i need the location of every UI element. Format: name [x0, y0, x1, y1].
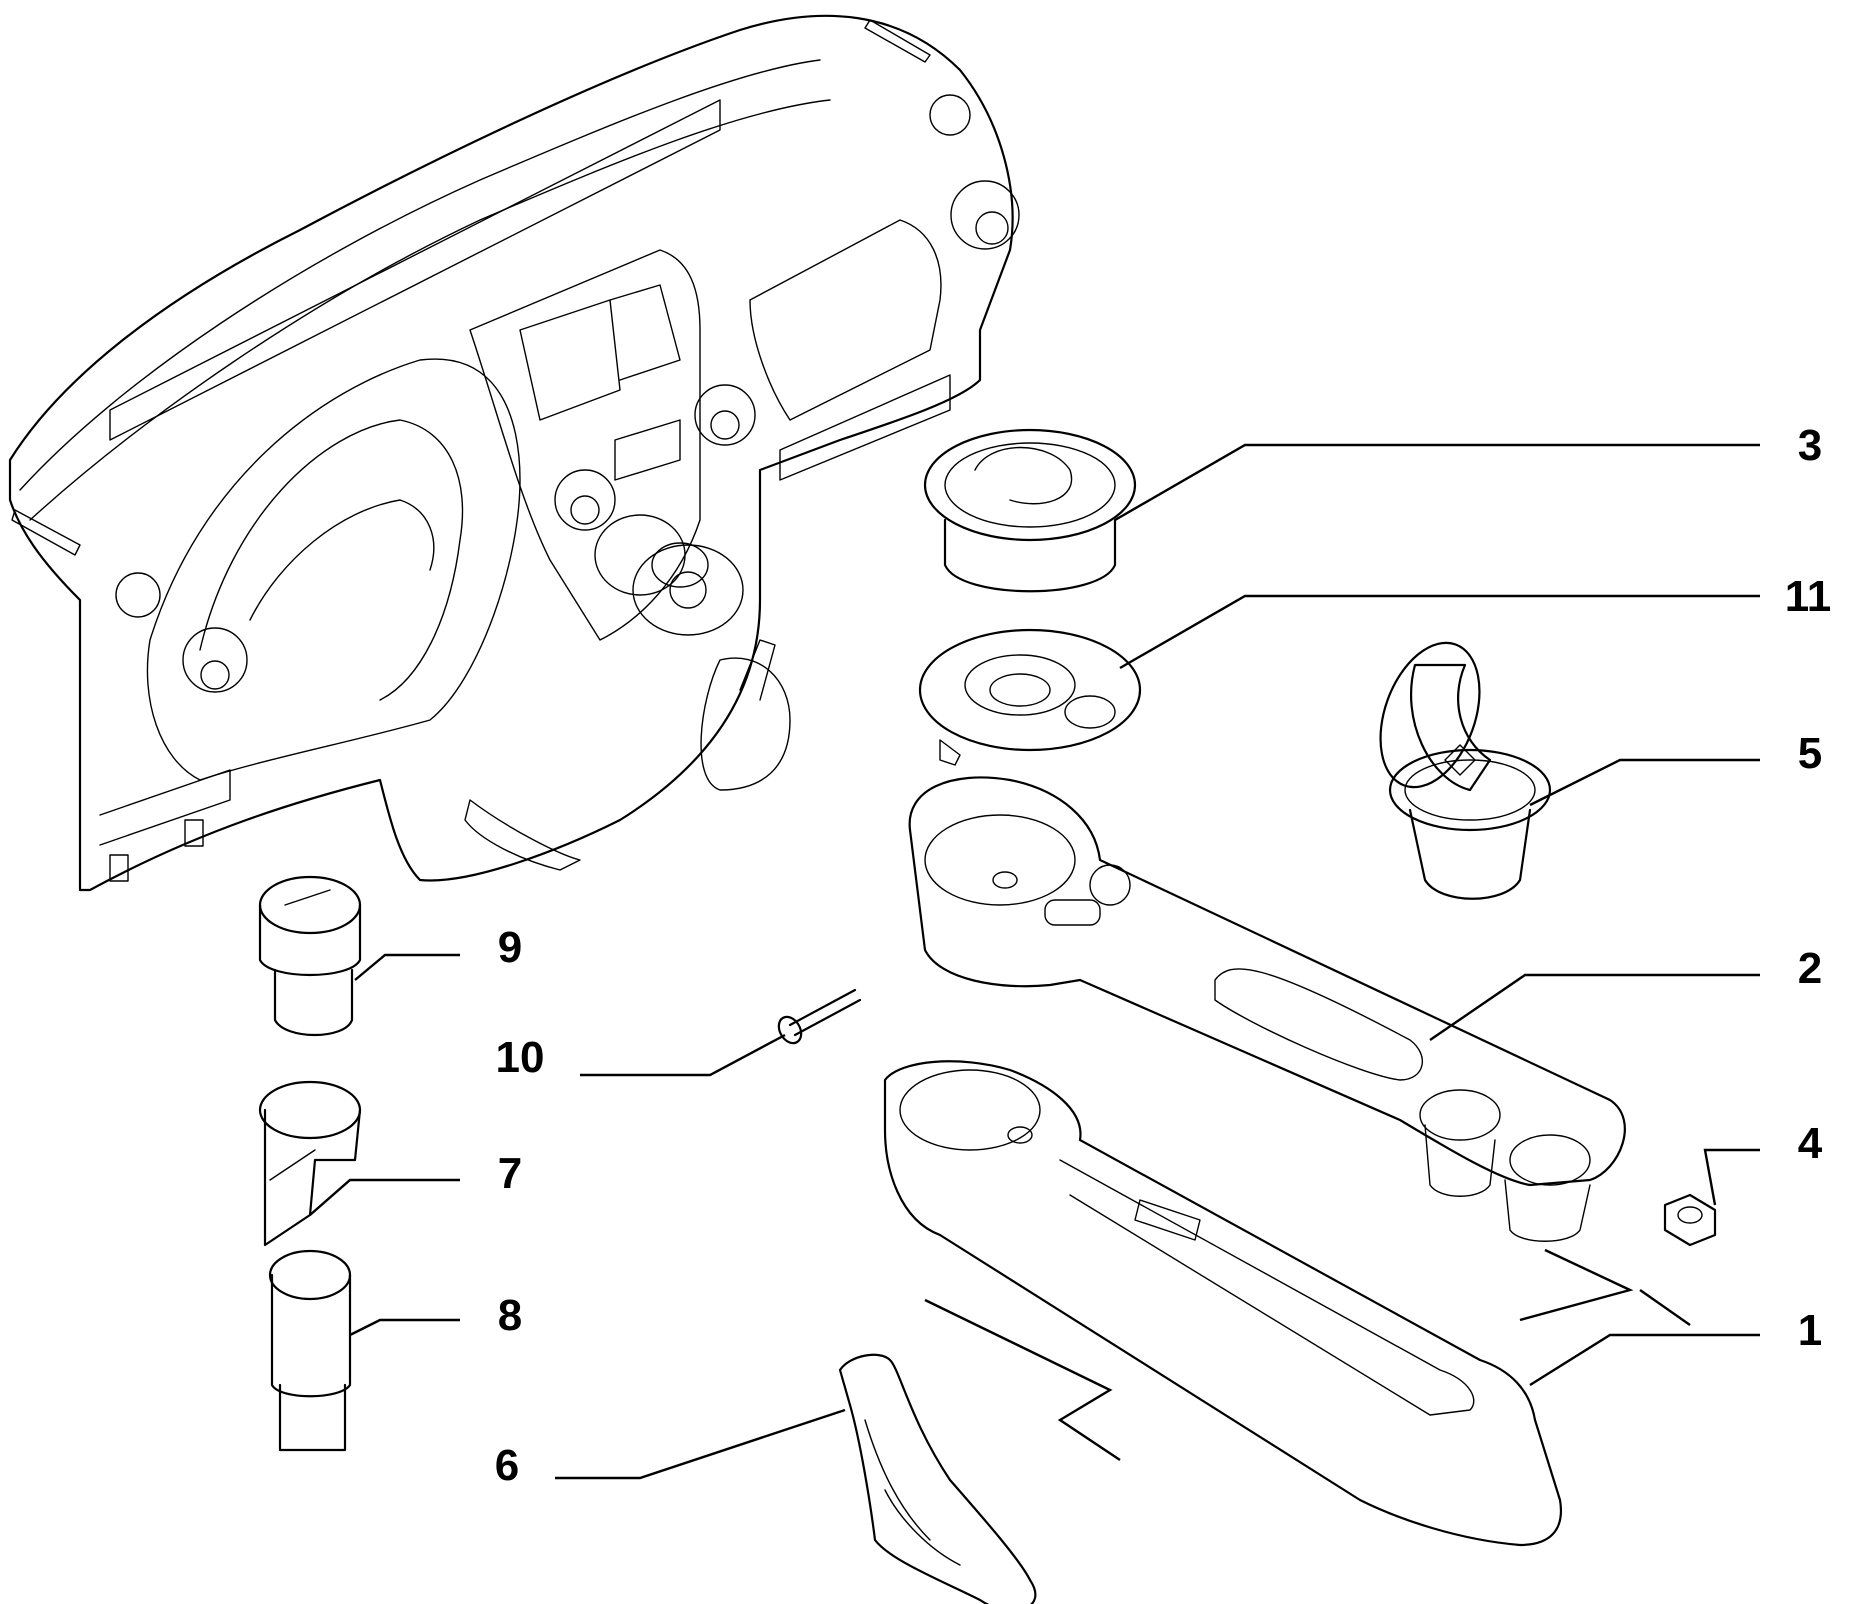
leader-line-7	[309, 1178, 460, 1216]
dashboard-assembly	[8, 14, 1020, 892]
part-4-nut	[1663, 1193, 1717, 1247]
callout-9: 9	[498, 923, 522, 972]
leader-line-5	[1529, 758, 1760, 807]
leader-line-8	[349, 1318, 460, 1337]
part-11-bezel-ring	[918, 628, 1142, 766]
part-9-cigarette-lighter	[258, 875, 362, 1036]
callout-3: 3	[1798, 421, 1822, 470]
part-5-ashtray	[1379, 641, 1552, 900]
callout-4: 4	[1798, 1119, 1823, 1168]
callout-6: 6	[495, 1441, 519, 1490]
callout-10: 10	[496, 1033, 545, 1082]
callout-8: 8	[498, 1291, 522, 1340]
callout-7: 7	[498, 1149, 522, 1198]
leader-line-6	[555, 1408, 846, 1480]
part-3-cup-holder-insert	[923, 428, 1137, 593]
part-2-console-top-trim	[908, 776, 1626, 1242]
callout-11: 11	[1785, 572, 1832, 621]
leader-line-11	[1119, 594, 1760, 670]
callout-numbers: 3 11 5 2 4 1 9 10 7 8 6	[495, 421, 1832, 1490]
part-6-gear-lever-boot	[838, 1353, 1037, 1604]
hidden-line-a	[1519, 1248, 1634, 1322]
part-1-center-console	[883, 1060, 1563, 1547]
leader-line-1	[1529, 1333, 1760, 1387]
leader-line-3	[1114, 443, 1760, 522]
callout-2: 2	[1798, 944, 1822, 993]
hidden-line-b	[1639, 1289, 1691, 1326]
part-7-socket-housing	[258, 1080, 362, 1247]
hidden-line-c	[924, 1298, 1121, 1461]
leader-line-10	[580, 1033, 786, 1077]
callout-1: 1	[1798, 1306, 1822, 1355]
part-8-socket	[268, 1249, 352, 1452]
leader-line-2	[1429, 973, 1760, 1041]
callout-5: 5	[1798, 729, 1822, 778]
leader-lines	[309, 443, 1760, 1480]
leader-line-9	[354, 953, 460, 981]
leader-line-4	[1703, 1148, 1760, 1206]
part-10-screw	[777, 988, 862, 1045]
